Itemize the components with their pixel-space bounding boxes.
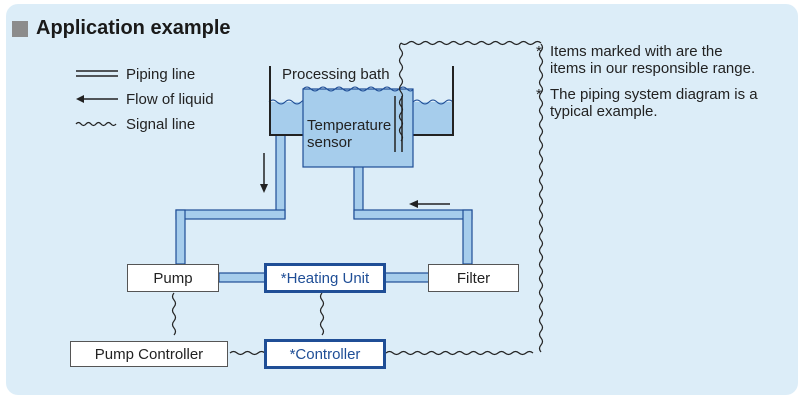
controller-box: *Controller xyxy=(264,339,386,369)
temperature-sensor xyxy=(302,86,414,168)
legend-piping-symbol xyxy=(76,70,118,77)
legend-signal-label: Signal line xyxy=(126,116,196,133)
legend-flow-arrow-icon xyxy=(76,95,118,103)
filter-box: Filter xyxy=(428,264,519,292)
sensor-label-line1: Temperature xyxy=(307,117,392,134)
heating-unit-box: *Heating Unit xyxy=(264,263,386,293)
diagram-title: Application example xyxy=(12,17,231,40)
legend-piping-label: Piping line xyxy=(126,66,196,83)
heading-text: Application example xyxy=(36,17,231,39)
legend-signal-wave xyxy=(75,121,117,127)
pipes xyxy=(175,133,473,283)
flow-down-arrow-icon xyxy=(260,153,268,193)
note-responsible-range: *Items marked with are the items in our … xyxy=(536,43,756,77)
bath-label: Processing bath xyxy=(282,66,390,83)
pump-controller-box: Pump Controller xyxy=(70,341,228,367)
heading-square-icon xyxy=(12,20,28,37)
flow-left-arrow-icon xyxy=(409,200,450,208)
sensor-label-line2: sensor xyxy=(307,134,353,151)
pump-box: Pump xyxy=(127,264,219,292)
legend-flow-label: Flow of liquid xyxy=(126,91,214,108)
signal-lines xyxy=(171,40,544,356)
note-typical-example: *The piping system diagram is a typical … xyxy=(536,86,758,120)
